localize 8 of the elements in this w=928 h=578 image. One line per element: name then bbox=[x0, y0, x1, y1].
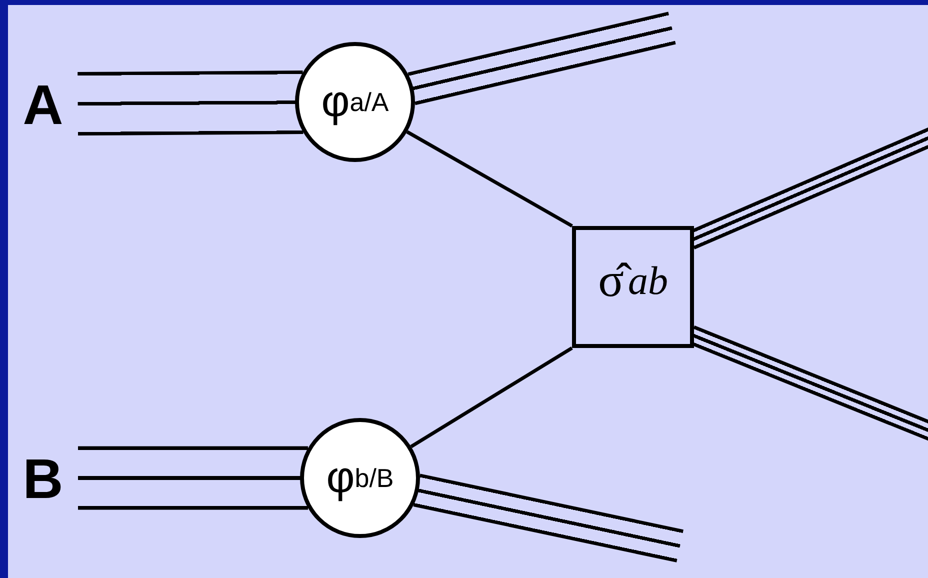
triple-line bbox=[408, 12, 676, 106]
node-label: A bbox=[8, 72, 78, 136]
triple-line bbox=[78, 70, 304, 136]
line bbox=[406, 130, 573, 228]
node-label: B bbox=[8, 443, 78, 513]
triple-line bbox=[78, 446, 308, 510]
line bbox=[410, 346, 573, 448]
triple-line bbox=[413, 474, 684, 562]
